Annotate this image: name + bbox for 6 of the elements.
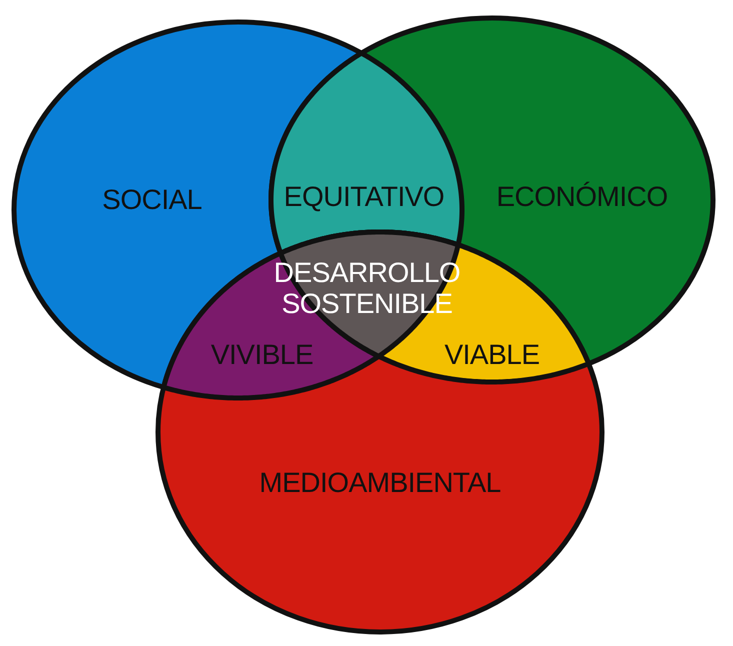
region-label: MEDIOAMBIENTAL xyxy=(259,468,501,498)
region-label: ECONÓMICO xyxy=(496,182,668,212)
region-label: SOCIAL xyxy=(102,184,202,216)
region-label: VIVIBLE xyxy=(210,340,314,370)
region-label: EQUITATIVO xyxy=(284,182,444,212)
region-label: VIABLE xyxy=(444,340,540,370)
